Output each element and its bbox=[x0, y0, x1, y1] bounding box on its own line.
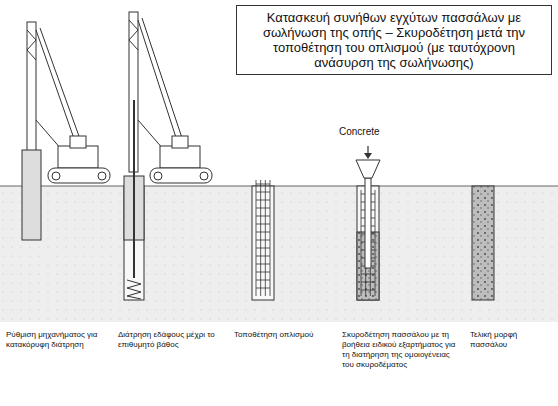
step-caption: Τελική μορφή πασσάλου bbox=[470, 330, 552, 350]
concrete-arrow bbox=[364, 146, 372, 159]
material-label: Concrete bbox=[338, 126, 381, 138]
finished-pile bbox=[472, 186, 494, 300]
step-caption: Διάτρηση εδάφους μέχρι το επιθυμητό βάθο… bbox=[118, 330, 218, 350]
ground bbox=[0, 186, 558, 322]
title-box: Κατασκευή συνήθων εγχύτων πασσάλων με σω… bbox=[236, 5, 552, 75]
step-caption: Ρύθμιση μηχανήματος για κατακόρυφη διάτρ… bbox=[6, 330, 106, 350]
drilling-rig bbox=[124, 12, 212, 300]
step-caption: Σκυροδέτηση πασσάλου με τη βοήθεια ειδικ… bbox=[342, 330, 460, 370]
rebar-cage bbox=[256, 180, 270, 296]
tremie-funnel bbox=[356, 160, 380, 268]
drilling-rig bbox=[22, 22, 110, 240]
bore-hole bbox=[252, 186, 274, 300]
step-caption: Τοποθέτηση οπλισμού bbox=[234, 330, 334, 340]
diagram-title: Κατασκευή συνήθων εγχύτων πασσάλων με σω… bbox=[245, 10, 543, 70]
